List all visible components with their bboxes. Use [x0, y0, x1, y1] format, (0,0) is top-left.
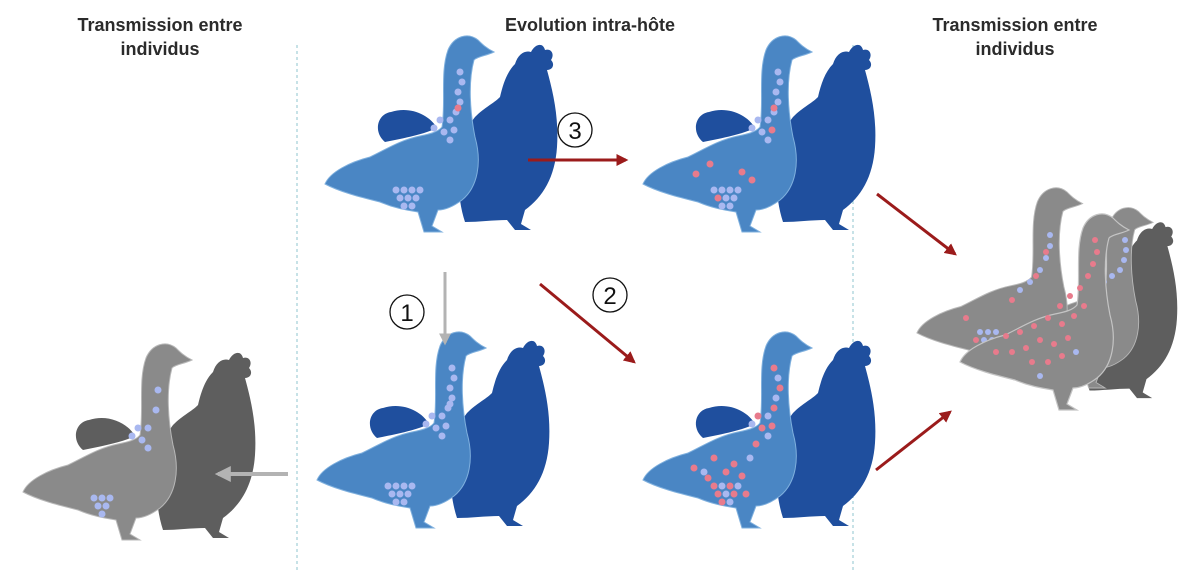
step-3-badge: 3	[558, 113, 592, 147]
host-pair-initial	[325, 36, 557, 232]
host-pair-step3	[643, 36, 875, 232]
step-1-badge: 1	[390, 295, 424, 329]
step-3-label: 3	[568, 118, 581, 145]
host-group-transmitted-right	[917, 188, 1177, 410]
host-pair-step2	[643, 332, 875, 528]
arrow-transmission-bottom-right	[876, 412, 950, 470]
host-pair-step1	[317, 332, 549, 528]
virus-mutant	[455, 105, 462, 112]
step-2-label: 2	[603, 283, 616, 310]
arrow-transmission-top-right	[877, 194, 955, 254]
step-1-label: 1	[400, 300, 413, 327]
step-2-badge: 2	[593, 278, 627, 312]
host-pair-transmitted-left	[23, 344, 255, 540]
arrow-step2	[540, 284, 634, 362]
